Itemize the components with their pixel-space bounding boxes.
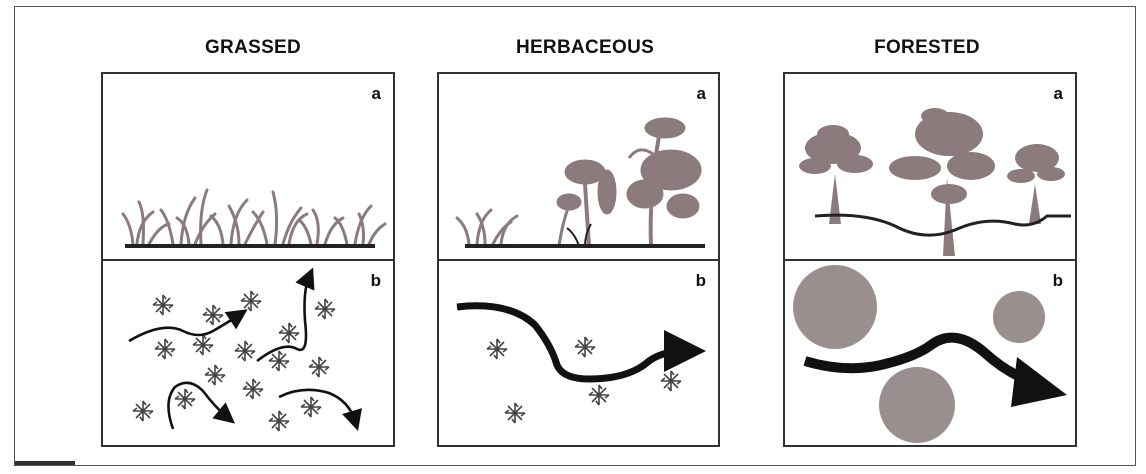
title-herbaceous: HERBACEOUS [435, 37, 735, 59]
grass-tuft-icon [161, 190, 215, 244]
grassed-panel-a: a [101, 72, 395, 261]
grass-tuft-icon [211, 200, 263, 244]
grass-tuft-icon [253, 192, 307, 244]
figure-frame: GRASSED HERBACEOUS FORESTED a [14, 6, 1136, 466]
herb-plant-icon [627, 118, 701, 246]
grassed-panel-b: b [101, 259, 395, 447]
herbaceous-vegetation [439, 74, 722, 263]
grass-tuft-icon [335, 206, 385, 244]
tree-icon [799, 125, 873, 224]
grass-tuft-icon [457, 210, 517, 244]
grassed-flow-plan [103, 261, 397, 449]
grass-tuft-icon [123, 202, 169, 244]
forested-vegetation [785, 74, 1079, 263]
grassed-vegetation [103, 74, 397, 263]
title-forested: FORESTED [777, 37, 1077, 59]
tree-icon [1007, 144, 1065, 224]
arrowhead-icon [1011, 357, 1067, 407]
forested-flow-plan [785, 261, 1079, 449]
title-grassed: GRASSED [103, 37, 403, 59]
corner-mark [15, 461, 75, 465]
herbaceous-panel-b: b [437, 259, 720, 447]
herbaceous-panel-a: a [437, 72, 720, 261]
forested-panel-b: b [783, 259, 1077, 447]
forested-panel-a: a [783, 72, 1077, 261]
herbaceous-flow-plan [439, 261, 722, 449]
herb-plant-icon [557, 160, 616, 246]
